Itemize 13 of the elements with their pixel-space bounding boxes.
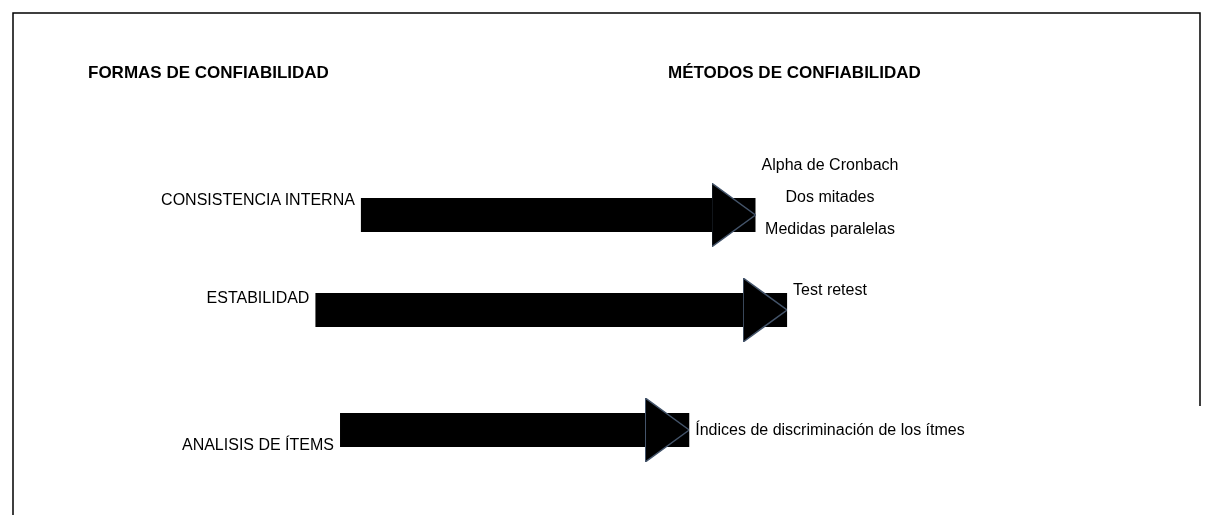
column-heading: FORMAS DE CONFIABILIDAD bbox=[88, 63, 329, 83]
block-arrow bbox=[340, 397, 690, 463]
form-text: ANALISIS DE ÍTEMS bbox=[180, 434, 335, 455]
method-text: Test retest bbox=[792, 280, 868, 300]
block-arrow bbox=[315, 277, 788, 343]
method-text: Dos mitades bbox=[784, 187, 876, 207]
form-text: CONSISTENCIA INTERNA bbox=[160, 190, 356, 210]
method-text: Medidas paralelas bbox=[764, 219, 896, 239]
column-heading: MÉTODOS DE CONFIABILIDAD bbox=[668, 63, 921, 83]
form-text: ESTABILIDAD bbox=[205, 288, 311, 308]
block-arrow bbox=[360, 182, 757, 248]
method-text: Índices de discriminación de los ítmes bbox=[694, 419, 966, 440]
method-text: Alpha de Cronbach bbox=[760, 155, 900, 175]
